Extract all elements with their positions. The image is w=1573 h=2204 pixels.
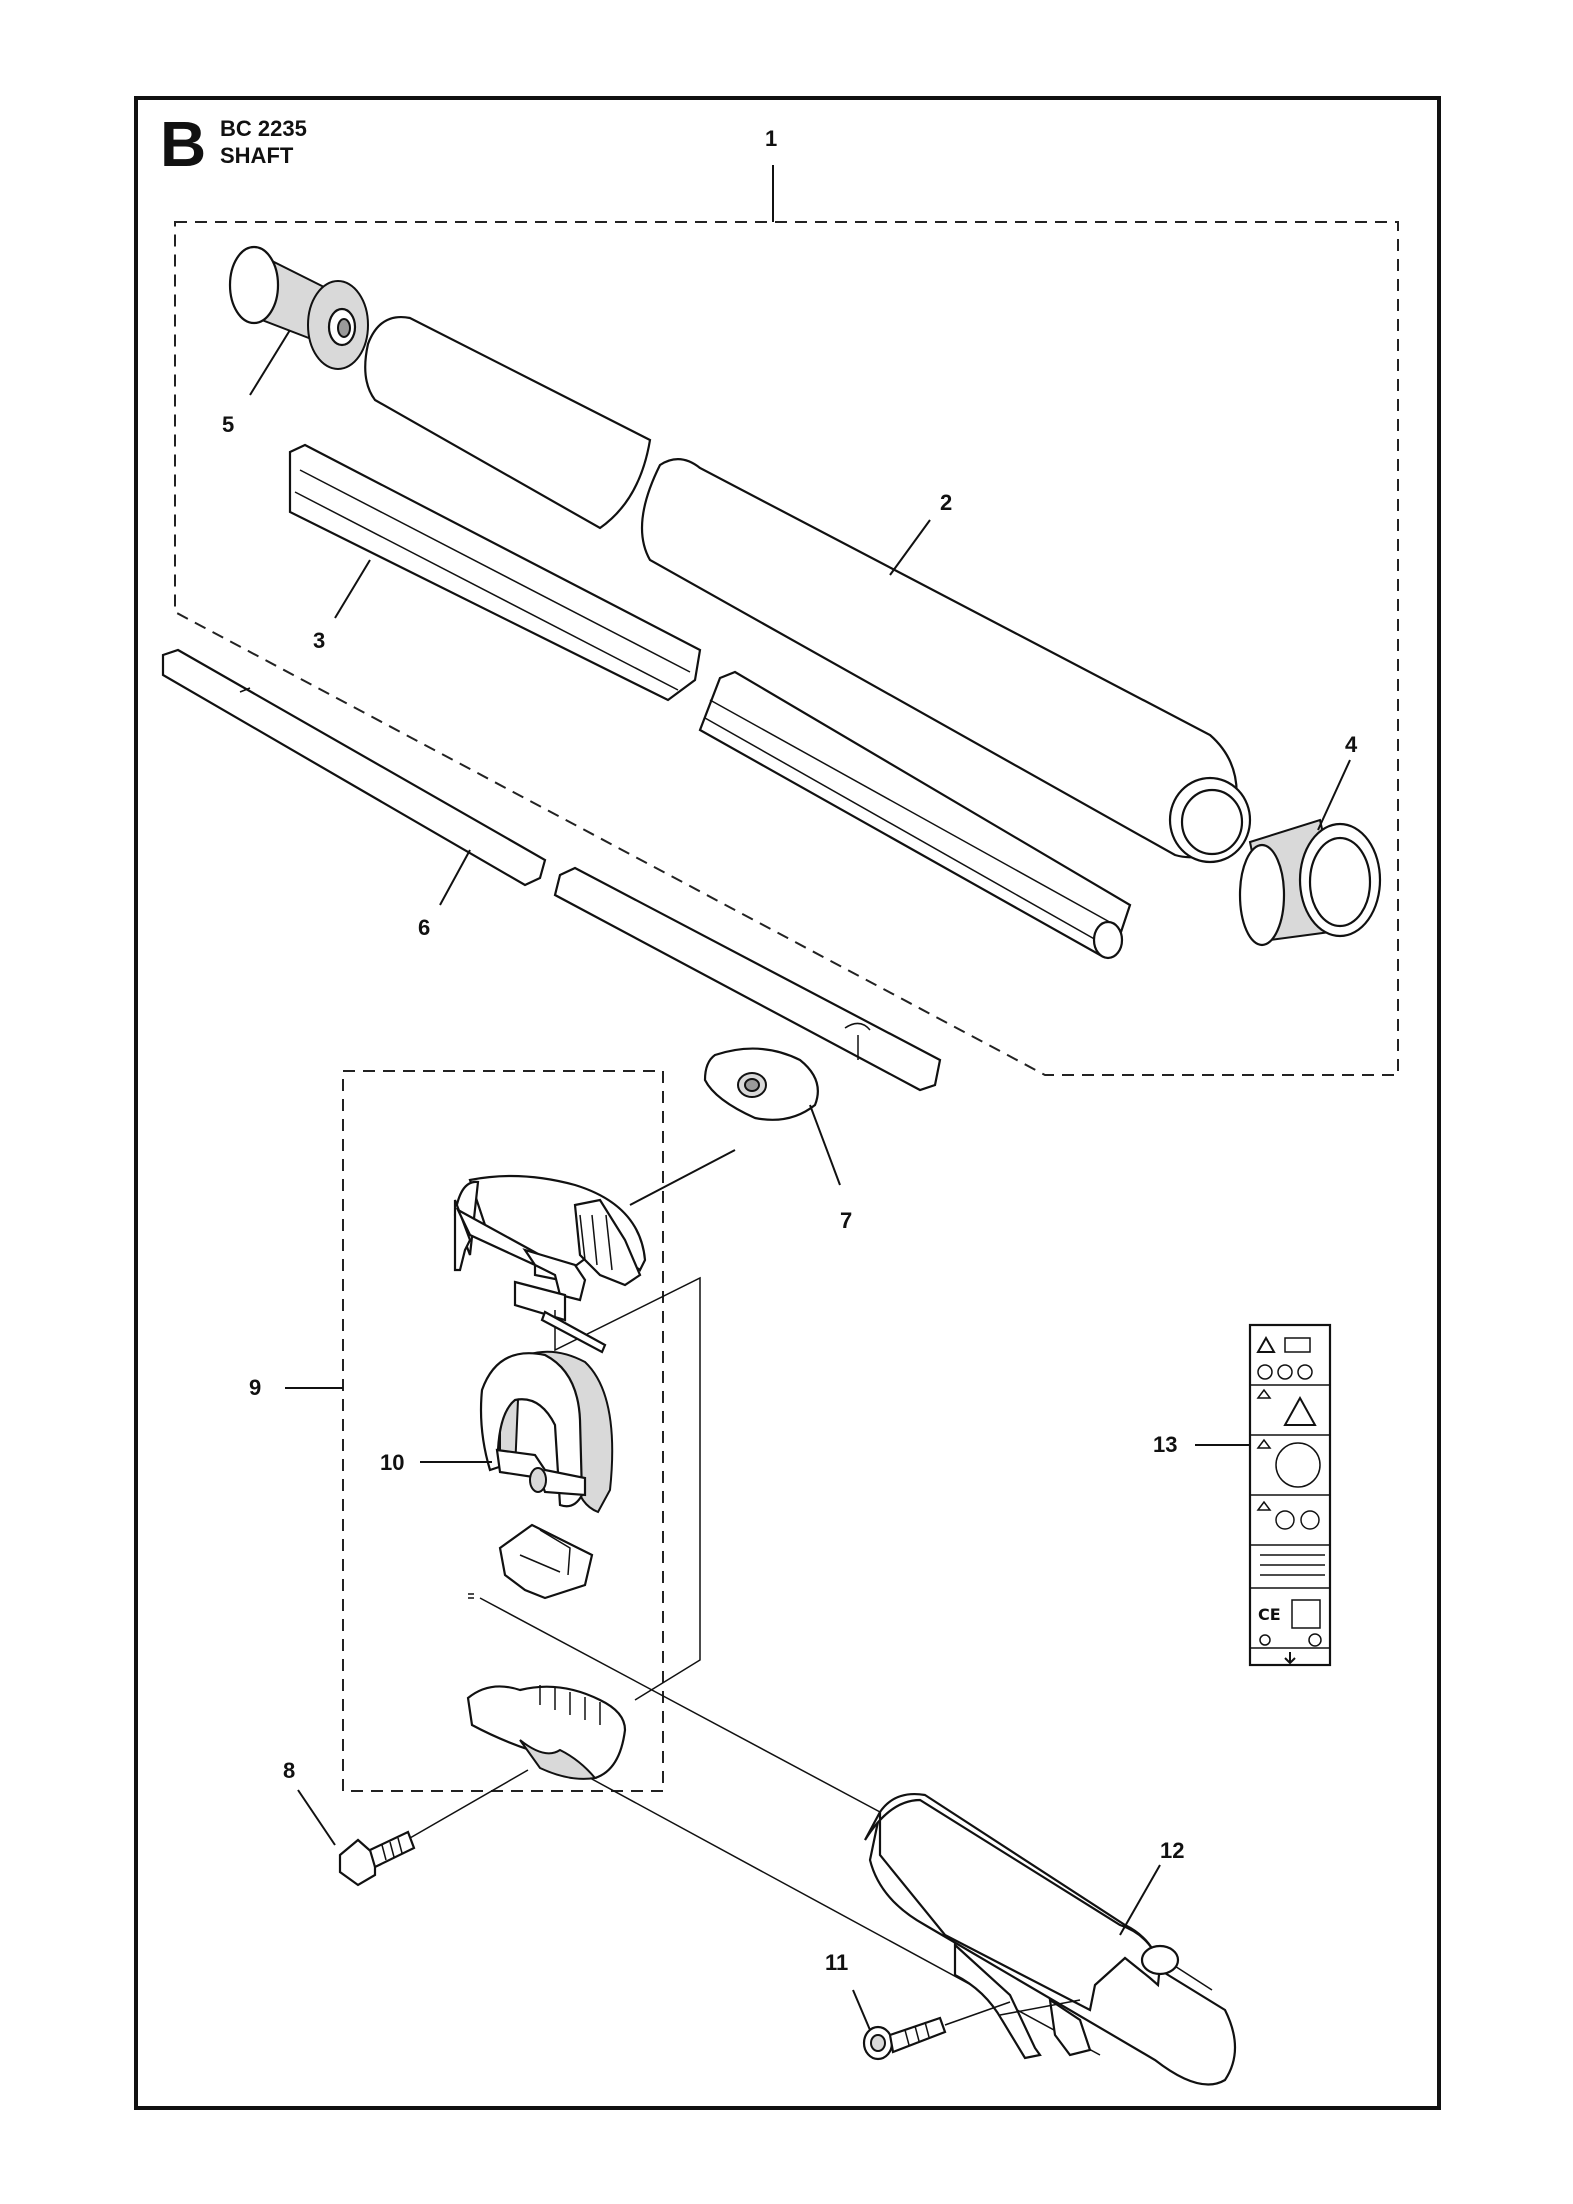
callout-5: 5 bbox=[222, 412, 234, 437]
leader-6 bbox=[439, 849, 471, 906]
callout-8: 8 bbox=[283, 1758, 295, 1783]
leader-2 bbox=[889, 519, 931, 576]
callout-11: 11 bbox=[825, 1950, 848, 1975]
bolt-8-guide-line bbox=[409, 1769, 529, 1839]
section-letter: B bbox=[160, 108, 207, 180]
clamp-pin bbox=[540, 1310, 607, 1354]
end-cap-part-5 bbox=[228, 245, 369, 370]
callout-1: 1 bbox=[765, 126, 777, 151]
leader-3 bbox=[334, 559, 371, 619]
drive-shaft-part-6 bbox=[161, 648, 942, 1092]
screw-11-guide-line bbox=[944, 2001, 1011, 2026]
handle-bracket-part-12 bbox=[864, 1793, 1236, 2086]
leader-7 bbox=[629, 1149, 736, 1206]
section-title: SHAFT bbox=[220, 143, 294, 168]
callout-7: 7 bbox=[840, 1208, 852, 1233]
bolt-part-8 bbox=[338, 1830, 416, 1887]
group-9-boundary bbox=[342, 1070, 664, 1792]
leader-4 bbox=[1317, 759, 1351, 831]
screw-part-11 bbox=[862, 2016, 947, 2061]
handle-loop-part-10 bbox=[479, 1350, 614, 1514]
end-cap-part-4 bbox=[1238, 818, 1382, 947]
clamp-lower-half bbox=[466, 1685, 627, 1780]
callout-13: 13 bbox=[1153, 1432, 1177, 1457]
clamp-upper-half bbox=[453, 1174, 647, 1322]
clamp-spacer bbox=[498, 1523, 594, 1600]
warning-decal-part-13: CE bbox=[1248, 1323, 1332, 1667]
shaft-liner-part-3 bbox=[288, 443, 1132, 960]
decal-ce-mark: CE bbox=[1258, 1605, 1281, 1624]
diagram-frame bbox=[134, 96, 1441, 2110]
callout-4: 4 bbox=[1345, 732, 1358, 757]
leader-12 bbox=[1119, 1864, 1161, 1936]
leader-7b bbox=[809, 1104, 841, 1186]
leader-8 bbox=[297, 1789, 336, 1846]
shaft-tube-part-2 bbox=[364, 315, 1252, 864]
nut-part-7 bbox=[703, 1047, 819, 1121]
leader-5 bbox=[249, 329, 291, 396]
callout-3: 3 bbox=[313, 628, 325, 653]
callout-2: 2 bbox=[940, 490, 952, 515]
callout-6: 6 bbox=[418, 915, 430, 940]
model-number: BC 2235 bbox=[220, 116, 307, 141]
callout-10: 10 bbox=[380, 1450, 404, 1475]
assembly-guide-line-2 bbox=[479, 1597, 881, 1813]
leader-11 bbox=[852, 1989, 871, 2031]
assembly-guide-line-1 bbox=[554, 1276, 701, 1701]
callout-12: 12 bbox=[1160, 1838, 1184, 1863]
callout-9: 9 bbox=[249, 1375, 261, 1400]
